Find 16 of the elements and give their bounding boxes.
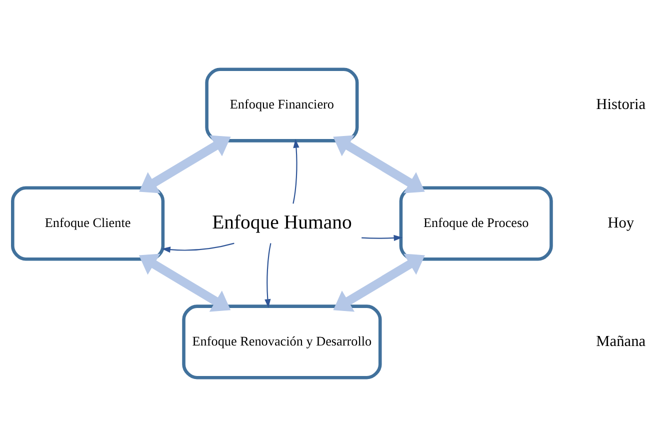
arrow [333, 134, 425, 193]
arrow [292, 138, 300, 204]
arrow [138, 253, 231, 312]
arrow [362, 234, 403, 241]
node-text: Enfoque Humano [212, 210, 352, 233]
label: Hoy [608, 214, 634, 232]
arrow [333, 253, 425, 312]
arrow [162, 242, 234, 252]
arrow [139, 134, 231, 193]
label: Historia [596, 96, 646, 113]
node-box: Enfoque Financiero [205, 67, 359, 142]
node-box: Enfoque Renovación y Desarrollo [182, 304, 382, 379]
node-box: Enfoque de Proceso [399, 186, 553, 260]
node-box: Enfoque Cliente [11, 186, 165, 260]
label: Mañana [596, 332, 646, 350]
arrow [264, 242, 272, 308]
